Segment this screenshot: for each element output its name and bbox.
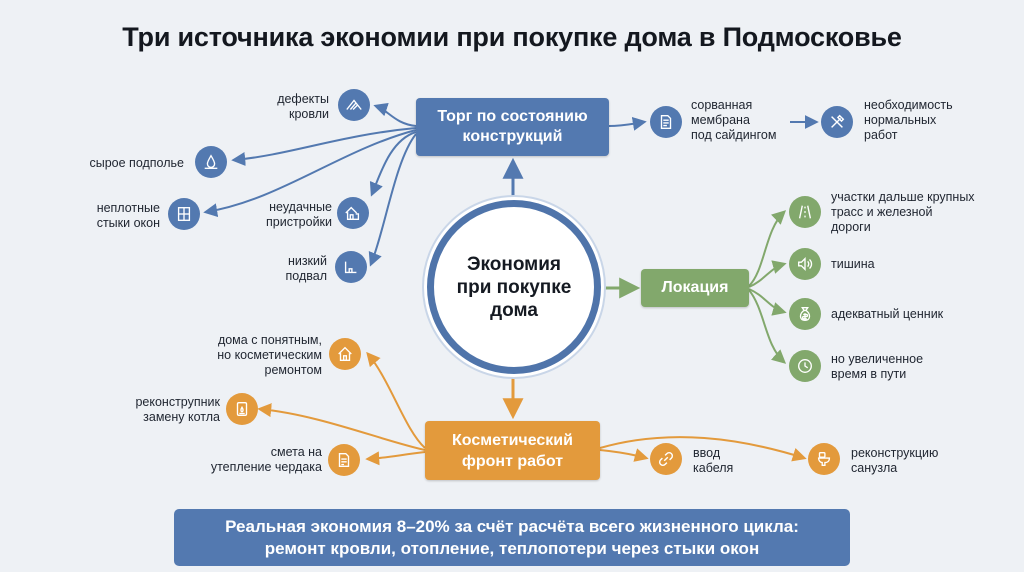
estimate-icon — [328, 444, 360, 476]
label-cosmetic-repair-houses: дома с понятным, но косметическим ремонт… — [217, 333, 322, 377]
house-extension-icon — [337, 197, 369, 229]
boiler-icon — [226, 393, 258, 425]
page-title: Три источника экономии при покупке дома … — [122, 22, 902, 52]
label-silence: тишина — [831, 257, 875, 271]
cosmetic-box: Косметический фронт работ — [425, 421, 600, 480]
roof-icon — [338, 89, 370, 121]
road-icon — [789, 196, 821, 228]
label-fair-price: адекватный ценник — [831, 307, 944, 321]
label-need-proper-work: необходимость нормальных работ — [864, 98, 953, 142]
center-node: Экономия при покупке дома — [427, 200, 601, 374]
tools-icon — [821, 106, 853, 138]
label-boiler-replacement: реконструпник замену котла — [135, 395, 220, 424]
label-far-from-highways: участки дальше крупных трасс и железной … — [831, 190, 975, 234]
summary-banner: Реальная экономия 8–20% за счёт расчёта … — [174, 509, 850, 566]
cable-icon — [650, 443, 682, 475]
document-icon — [650, 106, 682, 138]
label-attic-insulation-estimate: смета на утепление чердака — [210, 445, 322, 474]
clock-icon — [789, 350, 821, 382]
label-roof-defects: дефекты кровли — [277, 92, 329, 121]
label-window-joints: неплотные стыки окон — [96, 201, 160, 230]
money-bag-icon — [789, 298, 821, 330]
location-box: Локация — [641, 269, 749, 307]
window-icon — [168, 198, 200, 230]
house-icon — [329, 338, 361, 370]
label-damp-crawlspace: сырое подполье — [89, 156, 184, 170]
basement-icon — [335, 251, 367, 283]
label-cable-entry: ввод кабеля — [693, 446, 734, 475]
label-bad-extensions: неудачные пристройки — [265, 200, 332, 229]
label-low-basement: низкий подвал — [285, 254, 328, 283]
structure-box: Торг по состоянию конструкций — [416, 98, 609, 156]
toilet-icon — [808, 443, 840, 475]
speaker-icon — [789, 248, 821, 280]
label-bathroom-reconstruction: реконструкцию санузла — [851, 446, 939, 475]
water-drop-icon — [195, 146, 227, 178]
label-torn-membrane: сорванная мембрана под сайдингом — [691, 98, 777, 142]
label-longer-commute: но увеличенное время в пути — [831, 352, 924, 381]
